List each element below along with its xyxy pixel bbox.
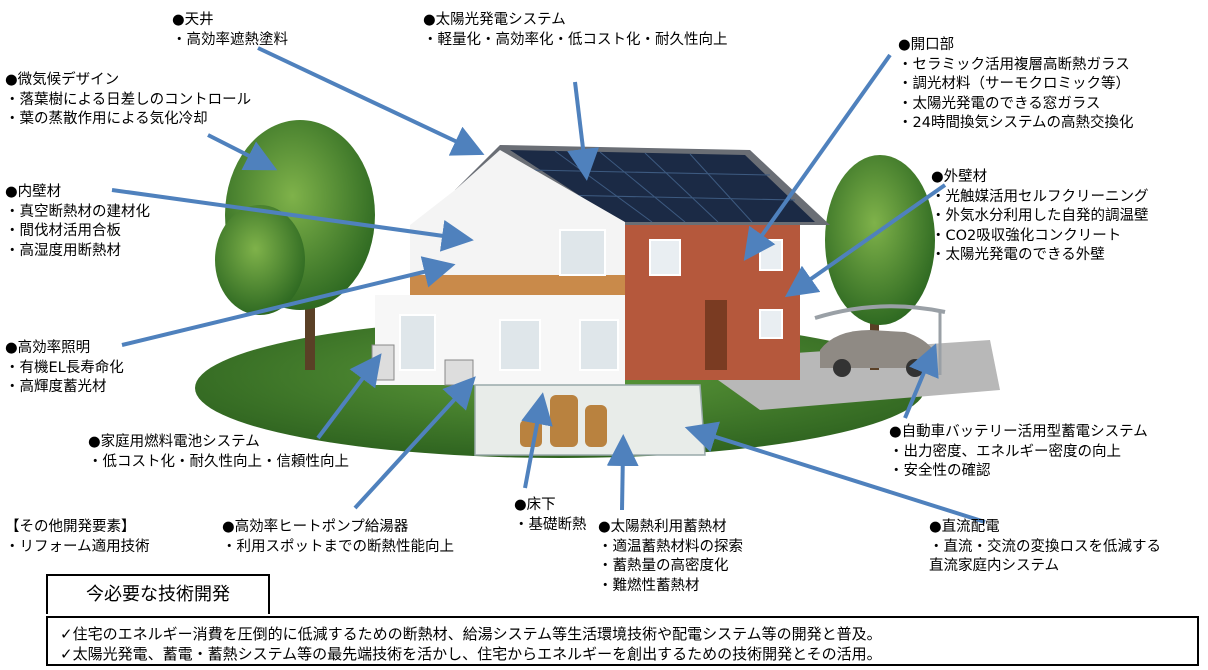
callout-lighting-item: ・有機EL長寿命化 [5,359,124,376]
callout-fuel-cell: ●家庭用燃料電池システム ・低コスト化・耐久性向上・信頼性向上 [88,433,349,472]
callout-solar-thermal-item: ・適温蓄熱材料の探索 [598,538,743,555]
callout-other: 【その他開発要素】 ・リフォーム適用技術 [5,518,150,557]
callout-opening-item: ・太陽光発電のできる窓ガラス [898,95,1101,112]
callout-opening-title: ●開口部 [898,37,955,53]
callout-exterior-wall-item: ・光触媒活用セルフクリーニング [931,188,1149,205]
callout-opening-item: ・調光材料（サーモクロミック等） [898,76,1130,92]
callout-exterior-wall-item: ・CO2吸収強化コンクリート [931,227,1122,244]
callout-fuel-cell-item: ・低コスト化・耐久性向上・信頼性向上 [88,453,349,470]
callout-solar-thermal-item: ・難燃性蓄熱材 [598,577,700,594]
callout-dc-power-item: ・直流・交流の変換ロスを低減する [929,538,1161,555]
summary-line: ✓太陽光発電、蓄電・蓄熱システム等の最先端技術を活かし、住宅からエネルギーを創出… [60,645,882,663]
arrow-solar-thermal [606,434,639,511]
arrow-underfloor [521,392,553,489]
arrow-lighting [121,256,456,347]
callout-underfloor-title: ●床下 [514,497,556,513]
arrow-opening [743,53,892,262]
callout-interior-wall-item: ・高湿度用断熱材 [5,242,121,259]
callout-exterior-wall: ●外壁材 ・光触媒活用セルフクリーニング ・外気水分利用した自発的調温壁 ・CO… [931,168,1149,266]
callout-exterior-wall-title: ●外壁材 [931,169,988,185]
carport-roof [814,304,946,320]
callout-solar-thermal-item: ・蓄熱量の高密度化 [598,558,729,574]
arrow-exterior [784,183,947,298]
callout-dc-power-item: 直流家庭内システム [929,558,1060,574]
arrow-microclimate [207,133,278,171]
callout-lighting-item: ・高輝度蓄光材 [5,379,107,395]
callout-interior-wall-item: ・真空断熱材の建材化 [5,203,150,220]
arrow-heat-pump [353,376,476,510]
fuel-cell-unit [371,344,395,381]
callout-lighting: ●高効率照明 ・有機EL長寿命化 ・高輝度蓄光材 [5,339,124,398]
callout-underfloor: ●床下 ・基礎断熱 [514,496,587,535]
arrow-solar [567,81,599,181]
callout-solar-thermal: ●太陽熱利用蓄熱材 ・適温蓄熱材料の探索 ・蓄熱量の高密度化 ・難燃性蓄熱材 [598,518,743,596]
callout-heat-pump: ●高効率ヒートポンプ給湯器 ・利用スポットまでの断熱性能向上 [222,518,454,557]
callout-microclimate: ●微気候デザイン ・落葉樹による日差しのコントロール ・葉の蒸散作用による気化冷… [5,71,251,130]
callout-exterior-wall-item: ・外気水分利用した自発的調温壁 [931,208,1149,224]
callout-interior-wall: ●内壁材 ・真空断熱材の建材化 ・間伐材活用合板 ・高湿度用断熱材 [5,183,150,261]
callout-other-item: ・リフォーム適用技術 [5,538,150,555]
callout-opening-item: ・セラミック活用複層高断熱ガラス [898,56,1130,73]
arrow-ceiling [257,46,485,156]
callout-lighting-title: ●高効率照明 [5,340,91,356]
callout-other-title: 【その他開発要素】 [5,519,136,535]
callout-underfloor-item: ・基礎断熱 [514,516,587,533]
callout-opening-item: ・24時間換気システムの高熱交換化 [898,115,1134,131]
callout-dc-power-title: ●直流配電 [929,519,1000,535]
callout-ev-battery-item: ・出力密度、エネルギー密度の向上 [889,443,1121,460]
car [820,330,935,377]
callout-solar: ●太陽光発電システム ・軽量化・高効率化・低コスト化・耐久性向上 [423,11,728,50]
summary-line: ✓住宅のエネルギー消費を圧倒的に低減するための断熱材、給湯システム等生活環境技術… [60,625,882,643]
callout-interior-wall-item: ・間伐材活用合板 [5,223,121,239]
arrow-interior [111,188,474,252]
callout-microclimate-item: ・落葉樹による日差しのコントロール [5,91,252,108]
callout-heat-pump-item: ・利用スポットまでの断熱性能向上 [222,538,454,555]
callout-opening: ●開口部 ・セラミック活用複層高断熱ガラス ・調光材料（サーモクロミック等） ・… [898,36,1134,134]
callout-fuel-cell-title: ●家庭用燃料電池システム [88,434,260,450]
callout-exterior-wall-item: ・太陽光発電のできる外壁 [931,247,1105,263]
callout-heat-pump-title: ●高効率ヒートポンプ給湯器 [222,519,409,535]
callout-dc-power: ●直流配電 ・直流・交流の変換ロスを低減する 直流家庭内システム [929,518,1161,577]
summary-tab: 今必要な技術開発 [46,574,270,614]
callout-ceiling: ●天井 ・高効率遮熱塗料 [172,11,288,50]
callout-microclimate-title: ●微気候デザイン [5,72,120,88]
arrow-ev [903,343,939,419]
callout-ev-battery-item: ・安全性の確認 [889,463,991,479]
arrow-fuel-cell [316,353,382,440]
callout-solar-item: ・軽量化・高効率化・低コスト化・耐久性向上 [423,31,728,48]
balcony [410,275,625,297]
callout-ceiling-item: ・高効率遮熱塗料 [172,31,288,48]
callout-ev-battery: ●自動車バッテリー活用型蓄電システム ・出力密度、エネルギー密度の向上 ・安全性… [889,423,1148,482]
heat-pump-unit [444,359,474,386]
callout-microclimate-item: ・葉の蒸散作用による気化冷却 [5,111,208,127]
callout-solar-title: ●太陽光発電システム [423,12,566,28]
callout-ceiling-title: ●天井 [172,12,214,28]
callout-solar-thermal-title: ●太陽熱利用蓄熱材 [598,519,727,535]
callout-interior-wall-title: ●内壁材 [5,184,62,200]
arrow-dc [684,421,986,524]
callout-ev-battery-title: ●自動車バッテリー活用型蓄電システム [889,424,1148,440]
tree-right [825,155,935,370]
summary-box: ✓住宅のエネルギー消費を圧倒的に低減するための断熱材、給湯システム等生活環境技術… [46,616,1199,666]
storage-tanks [520,395,607,447]
